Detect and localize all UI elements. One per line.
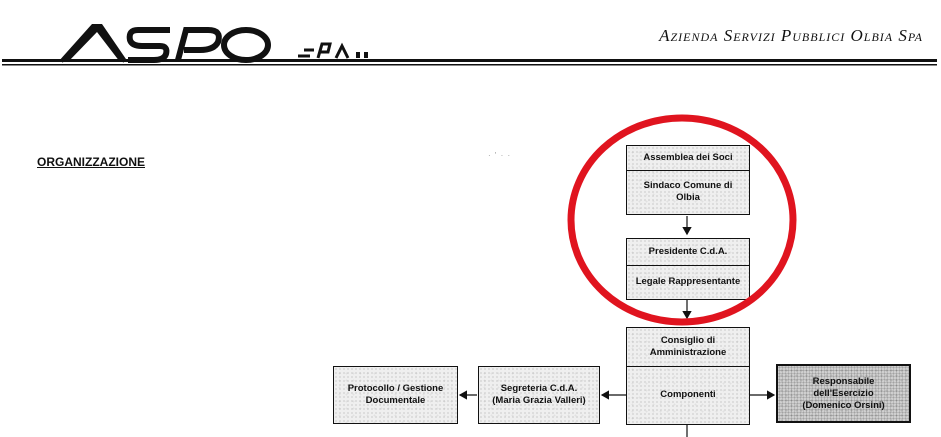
assemblea-title: Assemblea dei Soci (643, 152, 733, 163)
consiglio-title: Consiglio di Amministrazione (649, 335, 727, 358)
assemblea-box: Assemblea dei Soci Sindaco Comune di Olb… (626, 145, 750, 215)
responsabile-box: Responsabile dell'Esercizio (Domenico Or… (776, 364, 911, 423)
segreteria-label: Segreteria C.d.A. (Maria Grazia Valleri) (492, 383, 586, 406)
responsabile-label: Responsabile dell'Esercizio (Domenico Or… (802, 375, 885, 411)
assemblea-subtitle: Sindaco Comune di Olbia (643, 180, 733, 203)
segreteria-box: Segreteria C.d.A. (Maria Grazia Valleri) (478, 366, 600, 424)
consiglio-subtitle: Componenti (660, 389, 716, 400)
assemblea-divider (627, 170, 749, 171)
section-title: ORGANIZZAZIONE (37, 155, 145, 169)
aspo-logo (2, 24, 937, 66)
red-highlight-ellipse (567, 114, 797, 326)
header: Azienda Servizi Pubblici Olbia Spa (0, 0, 941, 80)
presidente-divider (627, 265, 749, 266)
presidente-title: Presidente C.d.A. (648, 246, 728, 257)
scan-speck: · ' · · (488, 151, 512, 160)
consiglio-box: Consiglio di Amministrazione Componenti (626, 327, 750, 425)
consiglio-divider (627, 366, 749, 367)
presidente-subtitle: Legale Rappresentante (635, 276, 741, 287)
protocollo-label: Protocollo / Gestione Documentale (347, 383, 444, 406)
company-name: Azienda Servizi Pubblici Olbia Spa (659, 26, 923, 45)
presidente-box: Presidente C.d.A. Legale Rappresentante (626, 238, 750, 300)
protocollo-box: Protocollo / Gestione Documentale (333, 366, 458, 424)
